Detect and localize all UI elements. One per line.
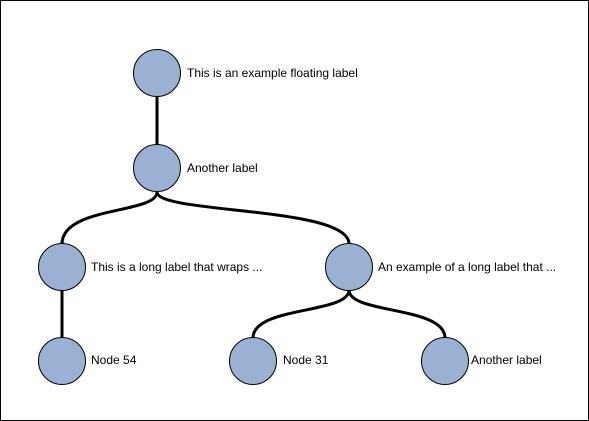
edge-mid-left [60,191,159,245]
tree-node-right[interactable] [325,243,373,291]
edge-mid-right [155,191,351,245]
tree-node-another[interactable] [421,337,469,385]
tree-node-label: An example of a long label that ... [378,260,557,274]
tree-node-label: This is a long label that wraps ... [91,260,263,274]
tree-node-label: Another label [187,161,258,175]
edge-right-another [347,289,447,339]
tree-node-label: Another label [471,353,542,367]
tree-node-n54[interactable] [38,337,86,385]
tree-node-n31[interactable] [229,337,277,385]
tree-node-left[interactable] [38,243,86,291]
edge-right-n31 [251,289,351,339]
tree-node-label: This is an example floating label [187,66,358,80]
tree-node-mid[interactable] [133,144,181,192]
tree-node-label: Node 31 [283,353,329,367]
tree-node-label: Node 54 [91,353,137,367]
tree-node-root[interactable] [133,49,181,97]
